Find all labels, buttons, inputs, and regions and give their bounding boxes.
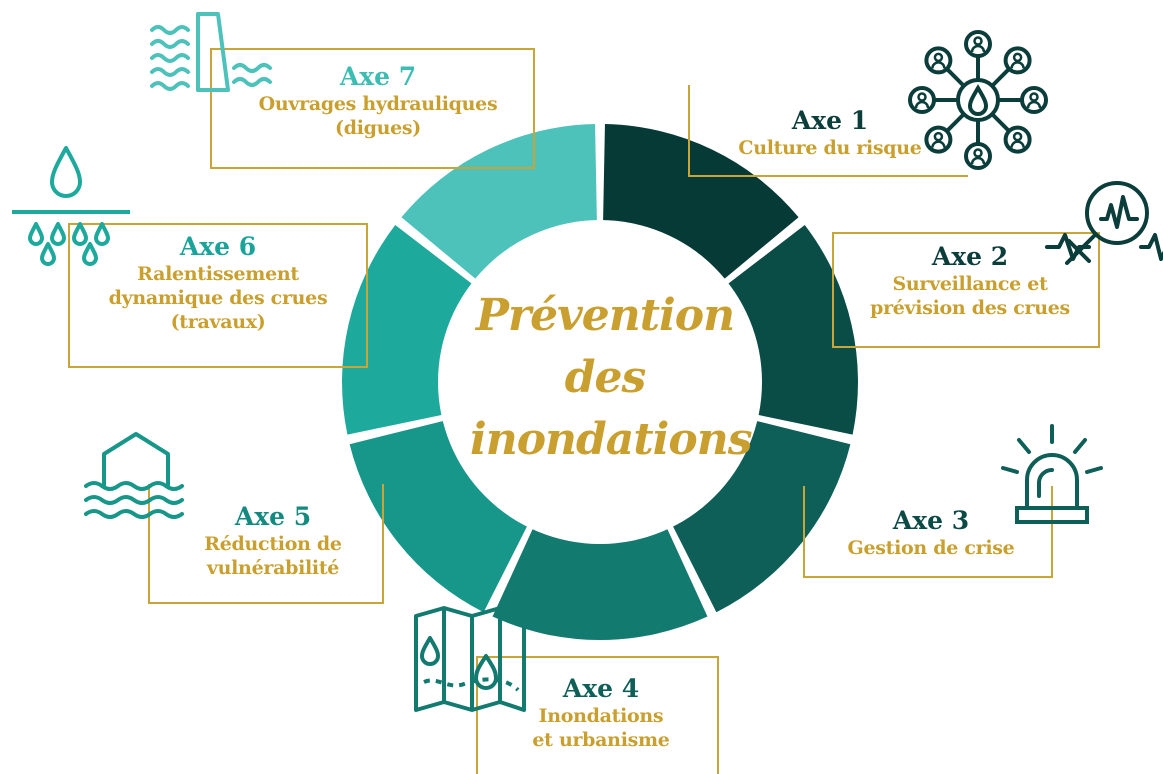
axe-3-label: Axe 3 Gestion de crise [820, 506, 1042, 560]
axe-6-label: Axe 6 Ralentissement dynamique des crues… [76, 232, 360, 334]
axe-5-label: Axe 5 Réduction de vulnérabilité [162, 502, 384, 580]
center-title-line-3: inondations [470, 414, 752, 465]
alarm-siren-icon [1001, 424, 1103, 524]
center-title-line-2: des [564, 352, 647, 403]
axe-5-text-line-1: Réduction de [204, 533, 342, 555]
axe-1-frame [688, 85, 968, 177]
ring-segment-axe-4 [492, 527, 708, 641]
network-drop-icon [908, 30, 1048, 170]
axe-7-frame [210, 48, 535, 169]
ring-segment-axe-5 [349, 420, 528, 613]
axe-1-text-line-1: Culture du risque [738, 137, 922, 159]
ring-segment-axe-3 [672, 420, 851, 613]
axe-7-label: Axe 7 Ouvrages hydrauliques (digues) [230, 62, 526, 140]
center-title: Prévention des inondations [470, 285, 752, 471]
dam-icon [150, 12, 272, 92]
folded-map-icon [414, 606, 526, 712]
axe-6-frame [68, 223, 368, 368]
axe-2-frame [832, 232, 1100, 348]
ring-center-disc [438, 220, 762, 544]
axe-1-title: Axe 1 [791, 106, 869, 135]
axe-6-title: Axe 6 [179, 232, 257, 261]
ring-segment-axe-2 [726, 225, 858, 435]
axe-7-text-line-2: (digues) [335, 117, 421, 139]
axe-2-text-line-2: prévision des crues [870, 297, 1070, 319]
axe-1-label: Axe 1 Culture du risque [700, 106, 960, 160]
ring-segment-axe-6 [342, 225, 474, 435]
magnifier-pulse-icon [1045, 181, 1163, 265]
axe-4-label: Axe 4 Inondations et urbanisme [490, 674, 712, 752]
axe-7-text-line-1: Ouvrages hydrauliques [258, 93, 498, 115]
axe-6-text-line-3: (travaux) [170, 311, 266, 333]
axe-3-text-line-1: Gestion de crise [847, 537, 1015, 559]
axe-3-title: Axe 3 [892, 506, 970, 535]
axe-2-text-line-1: Surveillance et [892, 273, 1048, 295]
axe-5-title: Axe 5 [234, 502, 312, 531]
axe-2-label: Axe 2 Surveillance et prévision des crue… [848, 242, 1092, 320]
axe-6-text-line-1: Ralentissement [137, 263, 299, 285]
axe-7-title: Axe 7 [339, 62, 417, 91]
axe-4-text-line-2: et urbanisme [532, 729, 670, 751]
axe-4-title: Axe 4 [562, 674, 640, 703]
axe-6-text-line-2: dynamique des crues [108, 287, 328, 309]
center-title-line-1: Prévention [475, 290, 735, 341]
axe-5-frame [148, 484, 384, 604]
flooded-house-icon [84, 432, 184, 519]
ring-segment-axe-1 [603, 124, 799, 280]
axe-5-text-line-2: vulnérabilité [206, 557, 340, 579]
water-drops-icon [12, 146, 130, 266]
axe-3-frame [803, 486, 1053, 578]
axe-4-text-line-1: Inondations [538, 705, 664, 727]
axe-2-title: Axe 2 [931, 242, 1009, 271]
ring-segment-axe-7 [401, 124, 597, 280]
axe-4-frame [476, 656, 719, 774]
